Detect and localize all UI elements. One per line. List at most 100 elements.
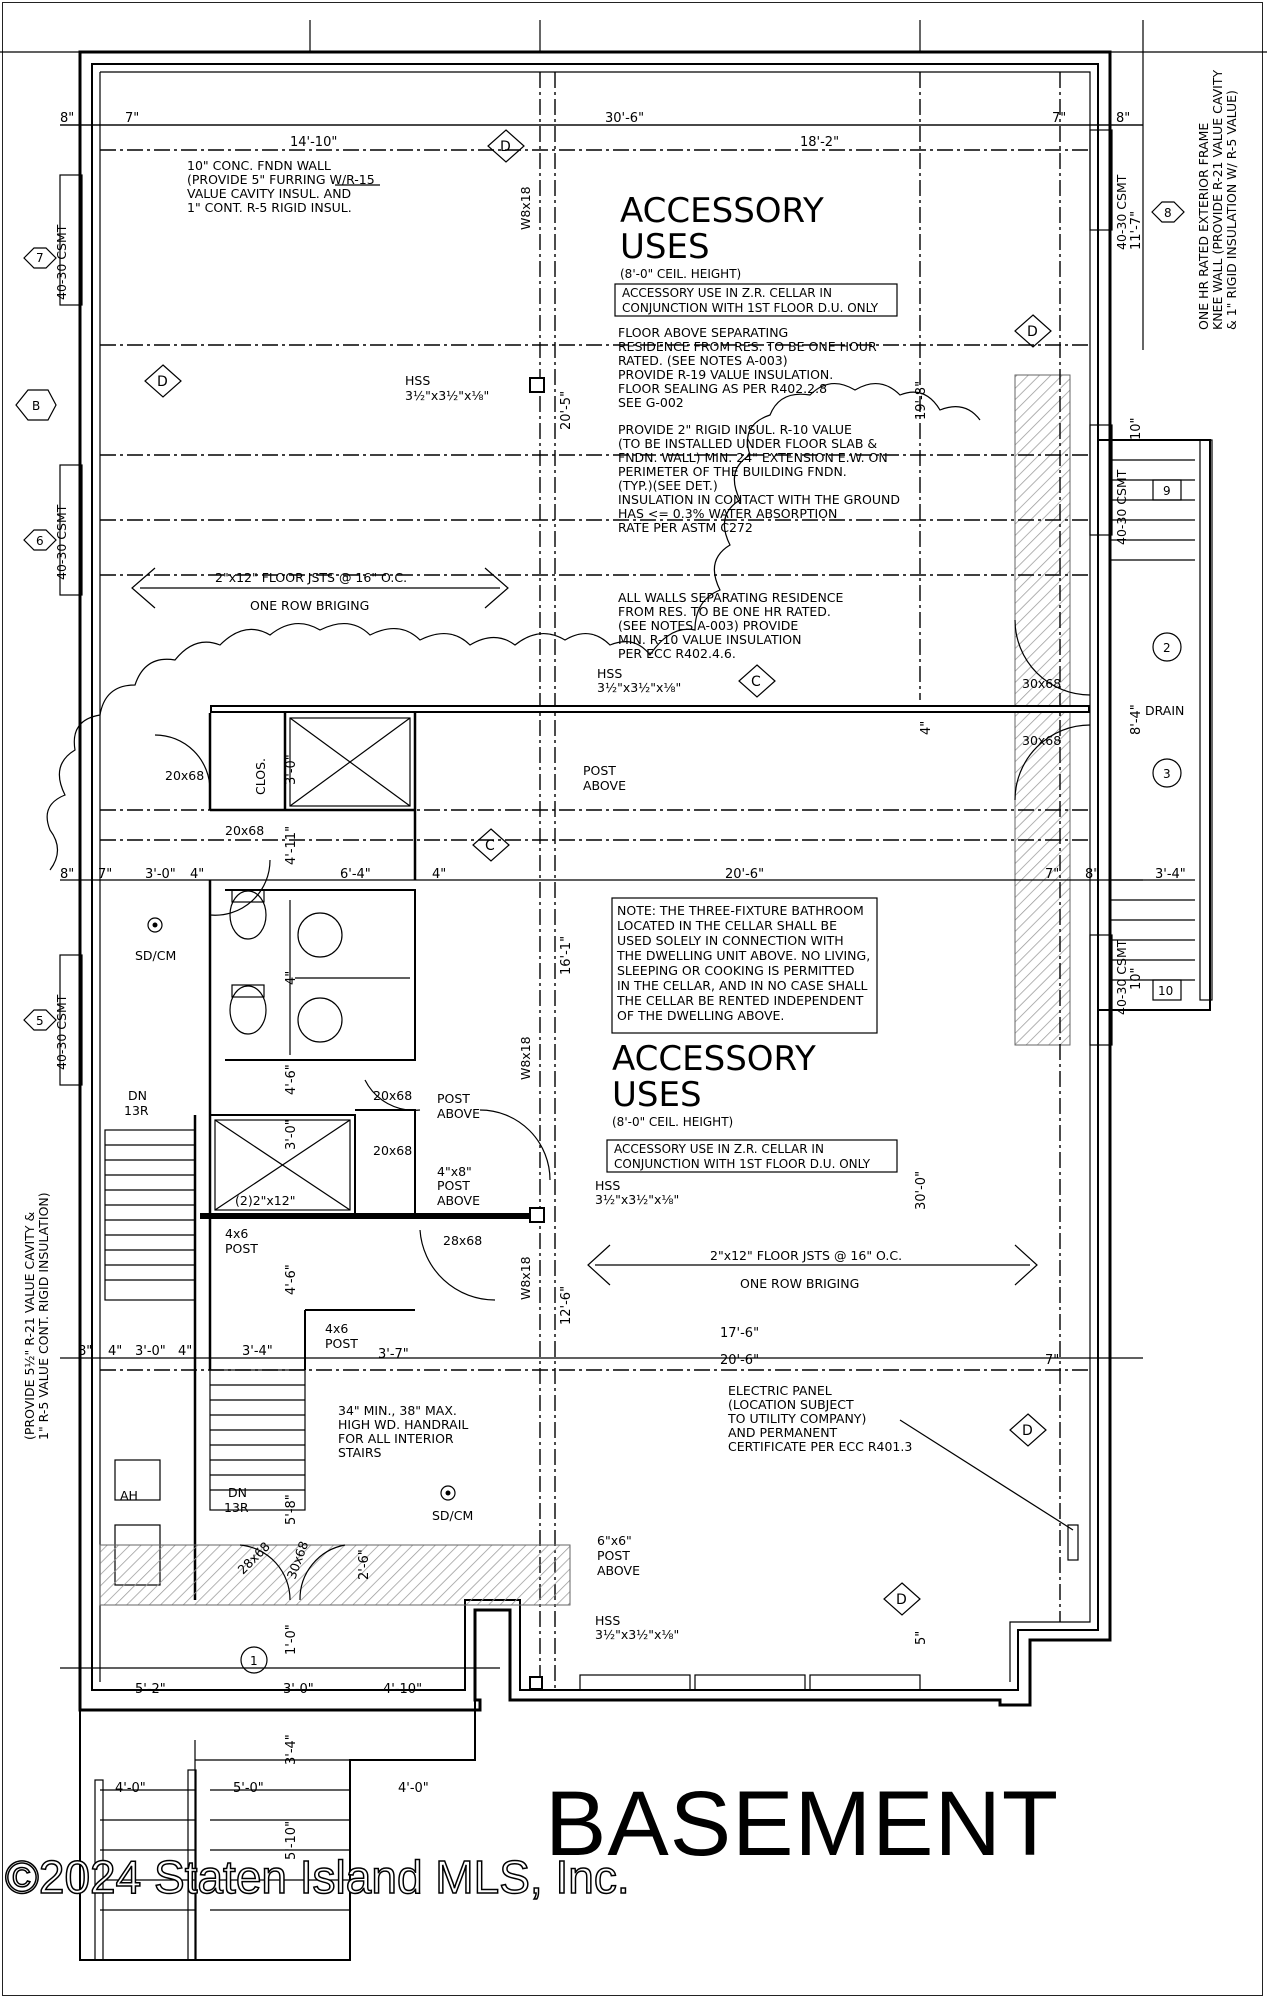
svg-text:18'-2": 18'-2" <box>800 135 839 150</box>
svg-text:RATE PER ASTM C272: RATE PER ASTM C272 <box>618 520 753 535</box>
svg-text:6'-4": 6'-4" <box>340 867 371 882</box>
svg-text:8": 8" <box>1116 111 1130 126</box>
svg-text:5'-8": 5'-8" <box>284 1494 299 1525</box>
svg-text:6: 6 <box>36 534 44 548</box>
svg-text:DN: DN <box>128 1088 147 1103</box>
svg-text:RESIDENCE FROM RES. TO BE ONE: RESIDENCE FROM RES. TO BE ONE HOUR <box>618 339 877 354</box>
note-foundation: 10" CONC. FNDN WALL (PROVIDE 5" FURRING … <box>187 158 380 215</box>
svg-text:FOR ALL INTERIOR: FOR ALL INTERIOR <box>338 1431 454 1446</box>
svg-text:ABOVE: ABOVE <box>597 1563 640 1578</box>
svg-text:17'-6": 17'-6" <box>720 1326 759 1341</box>
door-swings <box>154 619 1091 1601</box>
lower-box-note-2: CONJUNCTION WITH 1ST FLOOR D.U. ONLY <box>614 1157 871 1171</box>
svg-text:(TYP.)(SEE DET.): (TYP.)(SEE DET.) <box>618 478 718 493</box>
svg-text:4": 4" <box>284 971 299 985</box>
note-floor-above: FLOOR ABOVE SEPARATING RESIDENCE FROM RE… <box>618 325 877 410</box>
svg-text:VALUE CAVITY INSUL. AND: VALUE CAVITY INSUL. AND <box>187 186 351 201</box>
svg-text:40-30 CSMT: 40-30 CSMT <box>1114 174 1129 250</box>
svg-text:4'-10": 4'-10" <box>383 1682 422 1697</box>
svg-text:PER ECC R402.4.6.: PER ECC R402.4.6. <box>618 646 736 661</box>
svg-text:12'-6": 12'-6" <box>559 1286 574 1325</box>
svg-text:4"x8": 4"x8" <box>437 1164 472 1179</box>
svg-text:D: D <box>500 139 511 155</box>
upper-heading-1: ACCESSORY <box>620 191 824 231</box>
circle-tags: 2 3 9 10 1 <box>240 479 1182 1674</box>
svg-text:HIGH WD. HANDRAIL: HIGH WD. HANDRAIL <box>338 1417 468 1432</box>
svg-text:FROM RES. TO BE ONE HR RATED.: FROM RES. TO BE ONE HR RATED. <box>618 604 831 619</box>
svg-text:1" CONT. R-5 RIGID INSUL.: 1" CONT. R-5 RIGID INSUL. <box>187 200 352 215</box>
note-bathroom: NOTE: THE THREE-FIXTURE BATHROOM LOCATED… <box>611 897 878 1034</box>
svg-text:ABOVE: ABOVE <box>437 1106 480 1121</box>
svg-text:STAIRS: STAIRS <box>338 1445 382 1460</box>
svg-text:10" CONC. FNDN WALL: 10" CONC. FNDN WALL <box>187 158 331 173</box>
svg-text:IN THE CELLAR, AND IN NO CASE: IN THE CELLAR, AND IN NO CASE SHALL <box>617 978 868 993</box>
svg-text:ELECTRIC PANEL: ELECTRIC PANEL <box>728 1383 832 1398</box>
svg-text:10": 10" <box>1129 967 1144 990</box>
svg-text:(TO BE INSTALLED UNDER FLOOR S: (TO BE INSTALLED UNDER FLOOR SLAB & <box>618 436 877 451</box>
svg-text:20x68: 20x68 <box>165 768 204 783</box>
svg-text:POST: POST <box>225 1241 258 1256</box>
svg-text:30'-6": 30'-6" <box>605 111 644 126</box>
svg-text:LOCATED IN THE CELLAR SHALL BE: LOCATED IN THE CELLAR SHALL BE <box>617 918 837 933</box>
svg-text:PROVIDE 2" RIGID INSUL. R-10 V: PROVIDE 2" RIGID INSUL. R-10 VALUE <box>618 422 852 437</box>
svg-text:SD/CM: SD/CM <box>432 1508 473 1523</box>
svg-text:3'-0": 3'-0" <box>283 1682 314 1697</box>
svg-text:4": 4" <box>178 1344 192 1359</box>
svg-text:20'-5": 20'-5" <box>559 391 574 430</box>
svg-text:8: 8 <box>1164 206 1172 220</box>
svg-text:2: 2 <box>1163 641 1171 655</box>
svg-text:DN: DN <box>228 1485 247 1500</box>
svg-text:5'-0": 5'-0" <box>233 1781 264 1796</box>
svg-text:OF THE DWELLING ABOVE.: OF THE DWELLING ABOVE. <box>617 1008 784 1023</box>
svg-text:20'-6": 20'-6" <box>720 1353 759 1368</box>
svg-text:16'-1": 16'-1" <box>559 936 574 975</box>
svg-text:40-30 CSMT: 40-30 CSMT <box>1114 469 1129 545</box>
svg-text:3'-0": 3'-0" <box>284 754 299 785</box>
svg-text:4x6: 4x6 <box>325 1321 348 1336</box>
svg-text:ONE HR RATED EXTERIOR FRAME: ONE HR RATED EXTERIOR FRAME <box>1196 123 1211 330</box>
window-labels: 40-30 CSMT 40-30 CSMT 40-30 CSMT 40-30 C… <box>54 174 1129 1070</box>
svg-text:ABOVE: ABOVE <box>583 778 626 793</box>
svg-text:3'-4": 3'-4" <box>284 1734 299 1765</box>
svg-text:HSS: HSS <box>595 1613 620 1628</box>
svg-text:19'-8": 19'-8" <box>914 381 929 420</box>
svg-text:CERTIFICATE PER ECC R401.3: CERTIFICATE PER ECC R401.3 <box>728 1439 912 1454</box>
lower-ceiling: (8'-0" CEIL. HEIGHT) <box>612 1115 733 1129</box>
note-walls: ALL WALLS SEPARATING RESIDENCE FROM RES.… <box>618 590 844 661</box>
lower-box-note-1: ACCESSORY USE IN Z.R. CELLAR IN <box>614 1142 824 1156</box>
svg-text:(PROVIDE 5½" R-21 VALUE CAVITY: (PROVIDE 5½" R-21 VALUE CAVITY & <box>22 1212 37 1440</box>
svg-text:34" MIN., 38" MAX.: 34" MIN., 38" MAX. <box>338 1403 457 1418</box>
svg-text:SLEEPING OR COOKING IS PERMITT: SLEEPING OR COOKING IS PERMITTED <box>617 963 855 978</box>
svg-text:20x68: 20x68 <box>373 1088 412 1103</box>
svg-text:3'-0": 3'-0" <box>284 1119 299 1150</box>
svg-text:CLOS.: CLOS. <box>253 758 268 795</box>
interior-walls <box>79 377 1090 1961</box>
svg-text:4'-11": 4'-11" <box>284 826 299 865</box>
note-rigid-insulation: PROVIDE 2" RIGID INSUL. R-10 VALUE (TO B… <box>618 422 900 535</box>
svg-text:40-30 CSMT: 40-30 CSMT <box>54 994 69 1070</box>
svg-text:3½"x3½"x⅛": 3½"x3½"x⅛" <box>405 388 489 403</box>
dimensions-lower: 8" 4" 3'-0" 4" 3'-4" 17'-6" 20'-6" 7" <box>78 1326 1059 1368</box>
svg-text:20'-6": 20'-6" <box>725 867 764 882</box>
svg-text:3½"x3½"x⅛": 3½"x3½"x⅛" <box>597 680 681 695</box>
svg-text:7": 7" <box>1045 867 1059 882</box>
note-electric: ELECTRIC PANEL (LOCATION SUBJECT TO UTIL… <box>727 1383 912 1454</box>
svg-text:7": 7" <box>1052 111 1066 126</box>
svg-text:13R: 13R <box>124 1103 149 1118</box>
svg-text:7": 7" <box>1045 1353 1059 1368</box>
svg-text:NOTE: THE THREE-FIXTURE BATHRO: NOTE: THE THREE-FIXTURE BATHROOM <box>617 903 864 918</box>
svg-text:7: 7 <box>36 251 44 265</box>
svg-text:8": 8" <box>78 1344 92 1359</box>
svg-text:AH: AH <box>120 1488 138 1503</box>
svg-text:THE DWELLING UNIT ABOVE. NO LI: THE DWELLING UNIT ABOVE. NO LIVING, <box>616 948 870 963</box>
svg-text:4x6: 4x6 <box>225 1226 248 1241</box>
svg-text:3½"x3½"x⅛": 3½"x3½"x⅛" <box>595 1192 679 1207</box>
foundation-walls <box>78 50 1112 1712</box>
svg-text:USED SOLELY IN CONNECTION WITH: USED SOLELY IN CONNECTION WITH <box>617 933 844 948</box>
left-bay <box>59 174 83 1086</box>
svg-text:30x68: 30x68 <box>1022 676 1061 691</box>
dimensions-vertical: 20'-5" 19'-8" 16'-1" 30'-0" 12'-6" 4'-11… <box>284 211 1144 1860</box>
right-exterior-frame <box>1014 129 1213 1046</box>
svg-text:2'-6": 2'-6" <box>357 1549 372 1580</box>
